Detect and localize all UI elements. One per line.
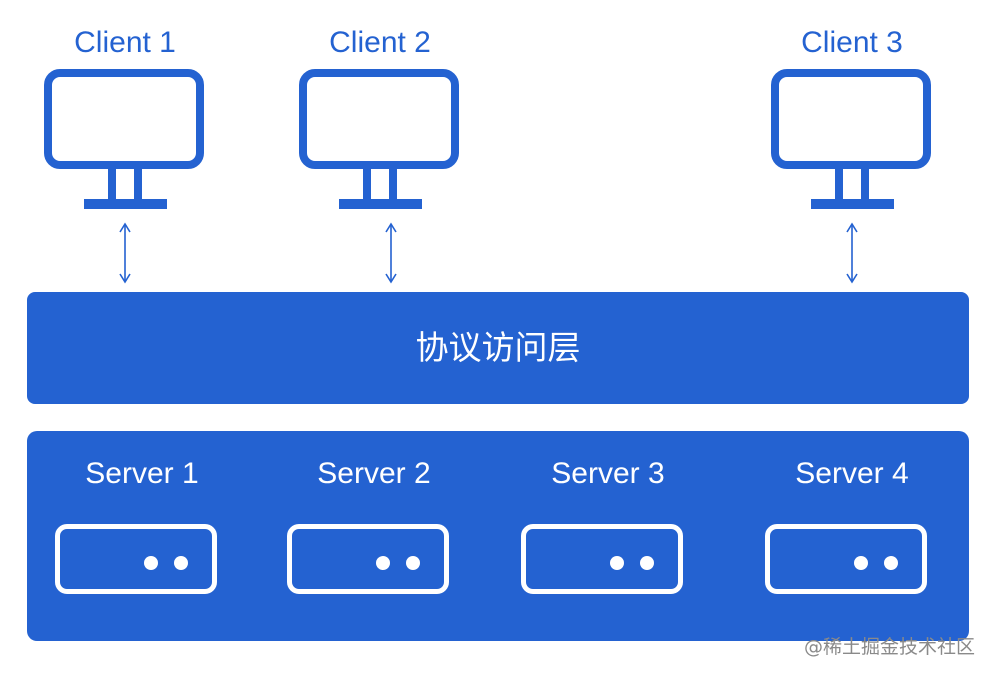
server-box-icon	[521, 524, 683, 594]
indicator-light-icon	[640, 556, 654, 570]
monitor-icon	[771, 69, 931, 209]
server-box-icon	[287, 524, 449, 594]
server-label: Server 2	[317, 457, 431, 490]
client-2: Client 2	[295, 0, 465, 215]
indicator-light-icon	[376, 556, 390, 570]
server-2: Server 2	[285, 449, 463, 609]
watermark: @稀土掘金技术社区	[803, 636, 975, 658]
server-3: Server 3	[519, 449, 697, 609]
bidirectional-arrow-icon	[119, 222, 131, 284]
monitor-icon	[44, 69, 204, 209]
server-label: Server 1	[85, 457, 199, 490]
client-label: Client 3	[801, 26, 903, 59]
monitor-icon	[299, 69, 459, 209]
indicator-light-icon	[610, 556, 624, 570]
server-cluster: Server 1 Server 2 Server 3 Server 4	[27, 431, 969, 641]
protocol-access-layer: 协议访问层	[27, 292, 969, 404]
protocol-access-layer-label: 协议访问层	[415, 328, 581, 367]
server-1: Server 1	[53, 449, 231, 609]
server-4: Server 4	[763, 449, 941, 609]
indicator-light-icon	[174, 556, 188, 570]
indicator-light-icon	[884, 556, 898, 570]
bidirectional-arrow-icon	[385, 222, 397, 284]
indicator-light-icon	[406, 556, 420, 570]
indicator-light-icon	[854, 556, 868, 570]
bidirectional-arrow-icon	[846, 222, 858, 284]
server-label: Server 4	[795, 457, 909, 490]
server-label: Server 3	[551, 457, 665, 490]
client-label: Client 1	[74, 26, 176, 59]
client-3: Client 3	[767, 0, 937, 215]
indicator-light-icon	[144, 556, 158, 570]
client-1: Client 1	[40, 0, 210, 215]
server-box-icon	[55, 524, 217, 594]
client-label: Client 2	[329, 26, 431, 59]
server-box-icon	[765, 524, 927, 594]
